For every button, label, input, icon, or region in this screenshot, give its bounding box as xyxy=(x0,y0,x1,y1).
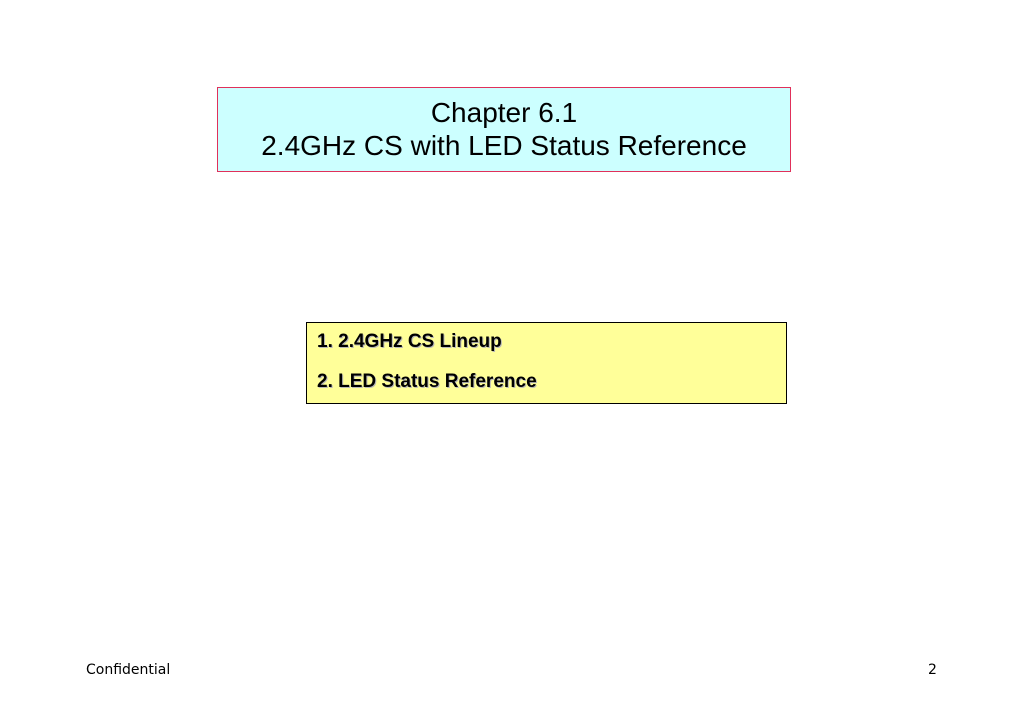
chapter-title: Chapter 6.1 xyxy=(430,97,578,128)
confidential-label: Confidential xyxy=(86,662,171,678)
toc-item-led-status: 2. LED Status Reference xyxy=(317,371,537,392)
chapter-subtitle: 2.4GHz CS with LED Status Reference xyxy=(261,130,747,161)
table-of-contents-box: 1. 2.4GHz CS Lineup 2. LED Status Refere… xyxy=(306,322,787,404)
chapter-title-box: Chapter 6.1 2.4GHz CS with LED Status Re… xyxy=(217,87,791,172)
toc-item-lineup: 1. 2.4GHz CS Lineup xyxy=(317,331,502,352)
page-number: 2 xyxy=(928,662,937,678)
